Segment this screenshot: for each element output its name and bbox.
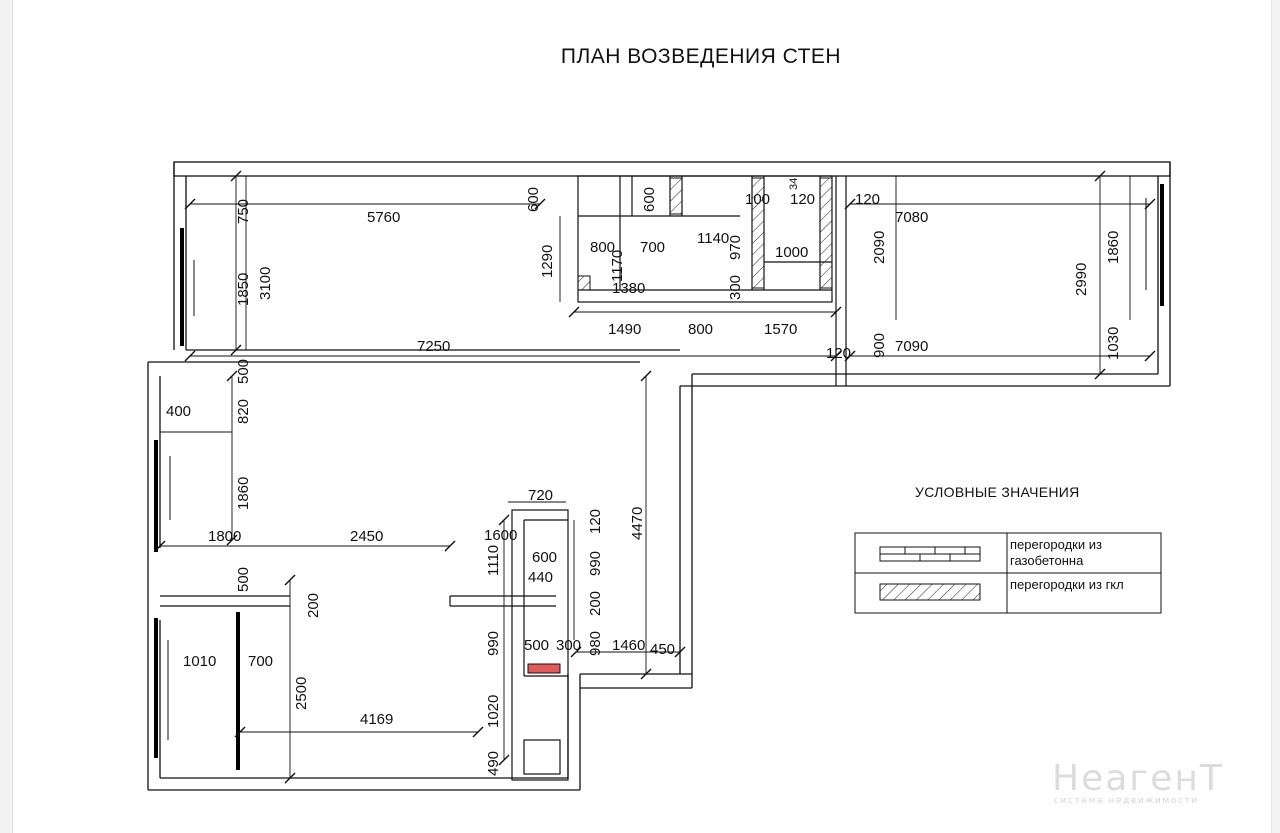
- dim-3100: 3100: [257, 267, 274, 300]
- dim-1000: 1000: [775, 244, 808, 261]
- dim-400: 400: [166, 403, 191, 420]
- dim-1110: 1110: [485, 545, 502, 576]
- dim-990-b: 990: [485, 631, 502, 656]
- dim-1170: 1170: [609, 250, 626, 282]
- dim-1600: 1600: [484, 527, 517, 544]
- dimension-labels: 5760 600 600 100 120 120 7080 750 1290 8…: [166, 178, 1122, 776]
- dim-7080: 7080: [895, 209, 928, 226]
- legend-swatch-drywall: [879, 583, 981, 601]
- dim-440: 440: [528, 569, 553, 586]
- dim-1140: 1140: [697, 230, 729, 247]
- dim-2990: 2990: [1073, 263, 1090, 296]
- dim-120-d: 120: [587, 509, 604, 534]
- dim-1460: 1460: [612, 637, 645, 654]
- dim-800-b: 800: [688, 321, 713, 338]
- dim-500-b: 500: [235, 567, 252, 592]
- dim-120: 120: [790, 191, 815, 208]
- dim-5760: 5760: [367, 209, 400, 226]
- dim-500: 500: [235, 359, 252, 384]
- watermark-logo: НеагенТ: [1052, 758, 1224, 799]
- dim-490: 490: [485, 751, 502, 776]
- dimension-ticks: [154, 170, 1156, 784]
- dim-1290: 1290: [539, 245, 556, 278]
- dim-200-b: 200: [587, 591, 604, 616]
- dim-120-b: 120: [855, 191, 880, 208]
- dim-900: 900: [871, 333, 888, 358]
- interior-partitions: [160, 175, 847, 781]
- dim-100: 100: [745, 191, 770, 208]
- dim-4470: 4470: [629, 507, 646, 540]
- dim-700: 700: [640, 239, 665, 256]
- dim-990: 990: [587, 551, 604, 576]
- windows: [154, 184, 1164, 770]
- dim-980: 980: [587, 631, 604, 656]
- dim-600-b: 600: [641, 187, 658, 212]
- dim-1020: 1020: [485, 695, 502, 728]
- dim-1860: 1860: [1105, 231, 1122, 264]
- dim-7090: 7090: [895, 338, 928, 355]
- page-left-edge: [0, 0, 13, 833]
- dim-1030: 1030: [1105, 327, 1122, 360]
- dim-120-c: 120: [826, 345, 851, 362]
- dim-1800: 1800: [208, 528, 241, 545]
- legend-swatch-gas-concrete: [879, 546, 981, 562]
- dim-800: 800: [590, 239, 615, 256]
- page-right-edge: [1271, 0, 1280, 833]
- legend-label-drywall: перегородки из гкл: [1010, 577, 1124, 592]
- plan-title: ПЛАН ВОЗВЕДЕНИЯ СТЕН: [560, 45, 842, 68]
- dim-7250: 7250: [417, 338, 450, 355]
- dim-750: 750: [235, 199, 252, 224]
- dim-450: 450: [650, 641, 675, 658]
- dim-500-c: 500: [524, 637, 549, 654]
- dim-700-b: 700: [248, 653, 273, 670]
- dim-1850: 1850: [235, 273, 252, 306]
- legend-heading: УСЛОВНЫЕ ЗНАЧЕНИЯ: [915, 484, 1080, 500]
- dim-1010: 1010: [183, 653, 216, 670]
- legend-table: [854, 532, 1162, 614]
- dim-970: 970: [727, 235, 744, 260]
- dim-600-c: 600: [532, 549, 557, 566]
- dim-1490: 1490: [608, 321, 641, 338]
- dimension-lines: [160, 176, 1150, 778]
- dim-300-b: 300: [556, 637, 581, 654]
- dim-200: 200: [305, 593, 322, 618]
- dim-1860-b: 1860: [235, 477, 252, 510]
- legend-label-gas-concrete: перегородки из газобетонна: [1010, 537, 1102, 568]
- dim-2500: 2500: [293, 677, 310, 710]
- dim-2090: 2090: [871, 231, 888, 264]
- dim-720: 720: [528, 487, 553, 504]
- dim-300: 300: [727, 275, 744, 300]
- gas-concrete-partitions: [577, 177, 833, 291]
- top-wall: [173, 161, 1171, 177]
- watermark-tagline: система недвижимости: [1054, 796, 1199, 806]
- dim-600: 600: [525, 187, 542, 212]
- highlight-partition: [527, 663, 561, 674]
- dim-2450: 2450: [350, 528, 383, 545]
- dim-4169: 4169: [360, 711, 393, 728]
- dim-34: 34: [788, 178, 800, 190]
- dim-1380: 1380: [612, 280, 645, 297]
- dim-1570: 1570: [764, 321, 797, 338]
- dim-820: 820: [235, 399, 252, 424]
